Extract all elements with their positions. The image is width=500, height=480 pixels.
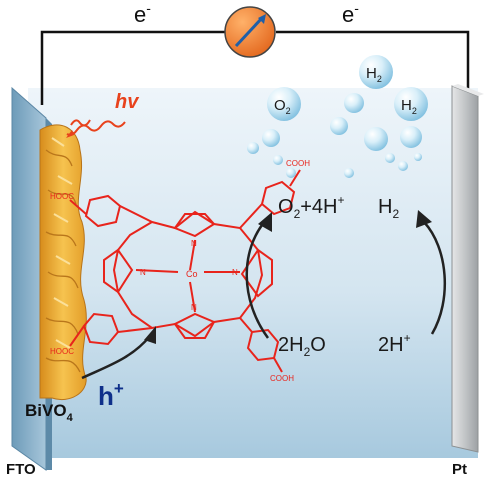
hole-arrowhead [144, 326, 156, 344]
hydrogen-product-text: H2 [378, 196, 399, 221]
h2-bubble-top [359, 55, 393, 89]
porphyrin-labels: Co N N N N COOH COOH HOOC HOOC [50, 159, 310, 383]
photon-label: hv [115, 91, 140, 113]
bubble [247, 142, 259, 154]
carboxyl-label-top-left: HOOC [50, 192, 74, 201]
bubble [414, 153, 422, 161]
bubble [286, 168, 296, 178]
electron-label-right: e- [342, 0, 359, 27]
ammeter-icon [224, 6, 276, 58]
bubble [398, 161, 408, 171]
bubble [385, 153, 395, 163]
center-metal-label: Co [186, 269, 198, 279]
bubble [344, 168, 354, 178]
carboxyl-label-top-right: COOH [286, 159, 310, 168]
o2-bubble [267, 87, 301, 121]
bivo4-label: BiVO4 [25, 401, 74, 424]
hole-label: h+ [98, 379, 124, 411]
external-circuit [40, 30, 470, 105]
o2-bubble-label: O2 [274, 97, 291, 116]
gas-bubbles [247, 55, 428, 178]
fto-label: FTO [6, 461, 36, 478]
pt-label: Pt [452, 461, 467, 478]
bubble [344, 93, 364, 113]
h2-bubble-right [394, 87, 428, 121]
pt-electrode [451, 84, 484, 453]
bubble [273, 155, 283, 165]
hole-transfer-arrow [81, 335, 151, 380]
reduction-arrowhead [416, 210, 432, 228]
electron-label-left: e- [134, 0, 151, 27]
carboxyl-label-bottom-right: COOH [270, 374, 294, 383]
bubble [262, 129, 280, 147]
h2-bubble-label-right: H2 [401, 97, 417, 116]
nitrogen-label-left: N [140, 268, 146, 277]
water-oxidation-arrow [245, 219, 270, 339]
proton-reduction-arrow [423, 221, 447, 335]
oxidation-arrowhead [258, 212, 272, 232]
bubble [400, 126, 422, 148]
bivo4-film [39, 124, 87, 400]
h2-bubble-label-top: H2 [366, 65, 382, 84]
co-porphyrin-molecule [69, 169, 301, 373]
oxygen-product-text: O2+4H+ [278, 193, 345, 221]
bubble [364, 127, 388, 151]
water-reactant-text: 2H2O [278, 334, 326, 359]
photon-wave-icon [66, 119, 126, 138]
nitrogen-label-right: N [232, 268, 238, 277]
nitrogen-label-bottom: N [191, 303, 197, 312]
proton-reactant-text: 2H+ [378, 331, 411, 356]
nitrogen-label-top: N [191, 239, 197, 248]
bubble [330, 117, 348, 135]
carboxyl-label-bottom-left: HOOC [50, 347, 74, 356]
